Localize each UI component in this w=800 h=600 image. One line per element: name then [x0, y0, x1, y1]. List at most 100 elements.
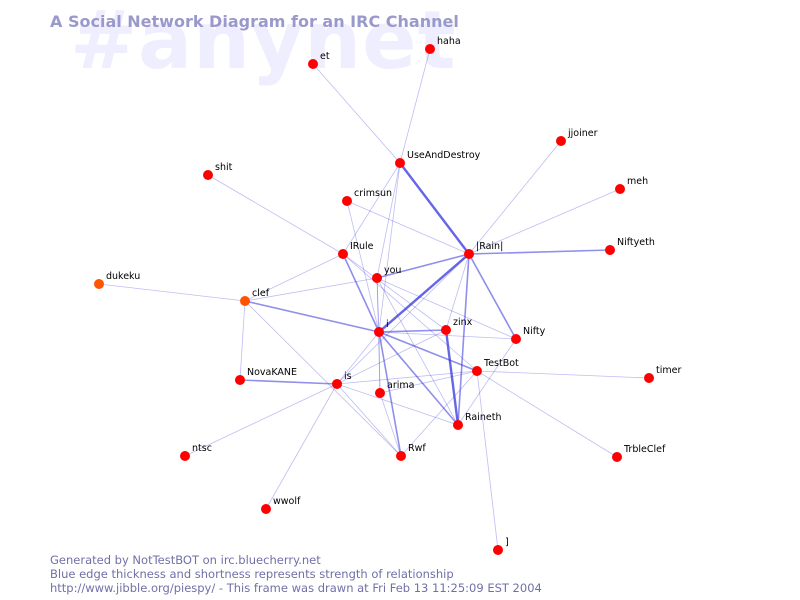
edge-shit-IRule	[207, 174, 344, 255]
node-you[interactable]	[372, 273, 382, 283]
node-zinx[interactable]	[441, 325, 451, 335]
edge-et-UseAndDestroy	[312, 63, 401, 164]
node-arima[interactable]	[375, 388, 385, 398]
edge-Nifty-Raineth	[457, 338, 517, 426]
edge-meh-Rain	[468, 188, 621, 255]
node-ntsc[interactable]	[180, 451, 190, 461]
node-label-NovaKANE: NovaKANE	[247, 367, 297, 378]
node-label-Niftyeth: Niftyeth	[617, 237, 655, 248]
node-label-haha: haha	[437, 36, 461, 47]
edge-clef-NovaKANE	[239, 300, 246, 381]
edge-IRule-TestBot	[342, 253, 478, 372]
edges-layer	[98, 48, 650, 551]
node-Rwf[interactable]	[396, 451, 406, 461]
edge-is-wwolf	[265, 383, 338, 510]
node-label-bracket: ]	[505, 537, 509, 548]
node-label-i: i	[386, 319, 389, 330]
node-Rain[interactable]	[464, 249, 474, 259]
node-label-timer: timer	[656, 365, 681, 376]
edge-you-Raineth	[376, 277, 459, 426]
edge-crimsun-i	[346, 200, 380, 333]
node-label-Nifty: Nifty	[523, 326, 546, 337]
node-is[interactable]	[332, 379, 342, 389]
node-haha[interactable]	[425, 44, 435, 54]
node-label-IRule: IRule	[350, 241, 374, 252]
edge-TestBot-is	[336, 370, 478, 385]
edge-Rain-zinx	[445, 253, 470, 331]
footer: Generated by NotTestBOT on irc.bluecherr…	[50, 553, 542, 595]
edge-zinx-is	[336, 329, 447, 385]
node-meh[interactable]	[615, 184, 625, 194]
node-label-ntsc: ntsc	[192, 443, 212, 454]
node-label-crimsun: crimsun	[354, 188, 392, 199]
edge-Rain-i	[378, 253, 470, 333]
edge-Rain-Raineth	[457, 253, 470, 426]
edge-Niftyeth-Rain	[468, 249, 611, 255]
edge-is-Rwf	[336, 383, 402, 457]
node-clef[interactable]	[240, 296, 250, 306]
edge-i-TestBot	[378, 331, 478, 372]
edge-clef-i	[244, 300, 380, 333]
node-et[interactable]	[308, 59, 318, 69]
edge-jjoiner-Rain	[468, 140, 562, 255]
node-Niftyeth[interactable]	[605, 245, 615, 255]
node-UseAndDestroy[interactable]	[395, 158, 405, 168]
edge-TestBot-timer	[476, 370, 650, 379]
edge-UseAndDestroy-you	[376, 162, 401, 279]
node-IRule[interactable]	[338, 249, 348, 259]
node-label-arima: arima	[387, 380, 414, 391]
node-label-is: is	[344, 371, 352, 382]
node-label-wwolf: wwolf	[273, 496, 301, 507]
edge-TestBot-Rwf	[400, 370, 478, 457]
node-NovaKANE[interactable]	[235, 375, 245, 385]
edge-IRule-zinx	[342, 253, 447, 331]
node-label-clef: clef	[252, 288, 270, 299]
edge-dukeku-clef	[98, 283, 246, 302]
edge-haha-UseAndDestroy	[399, 48, 431, 164]
edge-is-Raineth	[336, 383, 459, 426]
node-label-jjoiner: jjoiner	[567, 128, 598, 139]
node-Raineth[interactable]	[453, 420, 463, 430]
edge-TestBot-arima	[379, 370, 478, 394]
node-label-meh: meh	[627, 176, 648, 187]
nodes-layer	[94, 44, 654, 555]
node-label-Rwf: Rwf	[408, 443, 426, 454]
edge-UseAndDestroy-i	[378, 162, 401, 333]
edge-i-Rwf	[378, 331, 402, 457]
edge-is-ntsc	[184, 383, 338, 457]
node-TestBot[interactable]	[472, 366, 482, 376]
node-shit[interactable]	[203, 170, 213, 180]
edge-zinx-Raineth	[444, 329, 460, 426]
node-label-you: you	[384, 265, 401, 276]
node-dukeku[interactable]	[94, 279, 104, 289]
edge-you-Rain	[376, 253, 470, 279]
edge-TestBot-bracket	[476, 370, 499, 551]
node-label-Rain: |Rain|	[476, 241, 503, 252]
node-bracket[interactable]	[493, 545, 503, 555]
edge-you-i	[376, 277, 380, 333]
node-label-Raineth: Raineth	[465, 412, 501, 423]
node-label-shit: shit	[215, 162, 233, 173]
edge-i-arima	[378, 331, 381, 394]
node-TrbleClef[interactable]	[612, 452, 622, 462]
edge-you-clef	[244, 277, 378, 302]
node-i[interactable]	[374, 327, 384, 337]
labels-layer: hahaetUseAndDestroyjjoinershitcrimsunmeh…	[106, 36, 681, 548]
node-crimsun[interactable]	[342, 196, 352, 206]
edge-IRule-clef	[244, 253, 344, 302]
node-Nifty[interactable]	[511, 334, 521, 344]
node-label-dukeku: dukeku	[106, 271, 140, 282]
node-jjoiner[interactable]	[556, 136, 566, 146]
node-label-TestBot: TestBot	[483, 358, 519, 369]
footer-link-timestamp[interactable]: http://www.jibble.org/piespy/ - This fra…	[50, 581, 542, 595]
node-label-TrbleClef: TrbleClef	[623, 444, 666, 455]
node-wwolf[interactable]	[261, 504, 271, 514]
node-label-UseAndDestroy: UseAndDestroy	[407, 150, 481, 161]
edge-i-Nifty	[378, 331, 517, 340]
edge-you-Nifty	[376, 277, 517, 340]
edge-TestBot-TrbleClef	[476, 370, 618, 458]
edge-IRule-i	[342, 253, 380, 333]
node-timer[interactable]	[644, 373, 654, 383]
edge-i-Raineth	[378, 331, 459, 426]
